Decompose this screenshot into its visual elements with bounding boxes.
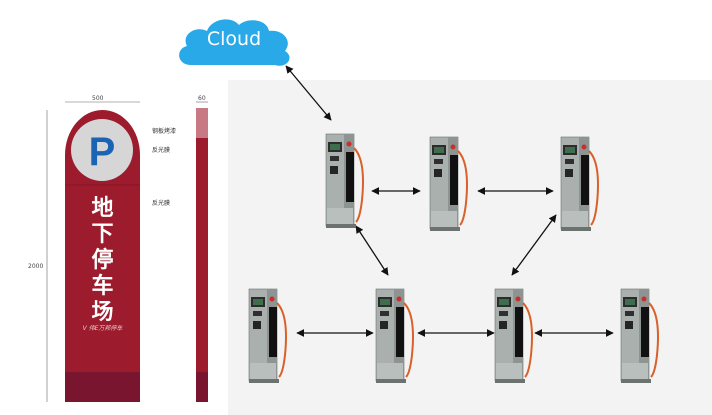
arrow-top1-bottom2 (355, 225, 389, 276)
kiosk-top-1 (325, 133, 364, 228)
cloud-label: Cloud (206, 28, 262, 50)
kiosk-top-2 (429, 136, 468, 231)
annotation-reflective-1: 反光膜 (152, 147, 171, 154)
parking-p-symbol: P (89, 130, 116, 174)
sign-char-1: 地 (91, 195, 114, 221)
sign-width-label: 500 (92, 95, 104, 102)
kiosk-bottom-3 (494, 288, 533, 383)
sign-char-3: 停 (91, 247, 114, 273)
annotation-steel-paint: 钢板烤漆 (152, 128, 177, 135)
kiosk-bottom-4 (620, 288, 659, 383)
sign-char-5: 场 (91, 299, 114, 325)
annotation-reflective-2: 反光膜 (152, 200, 171, 207)
sign-text: 地 下 停 车 场 (65, 195, 140, 325)
sign-char-2: 下 (91, 221, 114, 247)
sign-height-label: 2000 (28, 263, 44, 270)
arrow-top3-bottom3 (511, 214, 557, 276)
kiosk-bottom-1 (248, 288, 287, 383)
sign-side-width-label: 60 (198, 95, 206, 102)
sign-char-4: 车 (91, 273, 114, 299)
kiosk-top-3 (560, 136, 599, 231)
kiosk-bottom-2 (375, 288, 414, 383)
cloud-shape (179, 19, 290, 66)
sign-brand: V 伟E万邦停车 (82, 325, 123, 332)
arrow-cloud-kiosk1 (285, 65, 332, 121)
